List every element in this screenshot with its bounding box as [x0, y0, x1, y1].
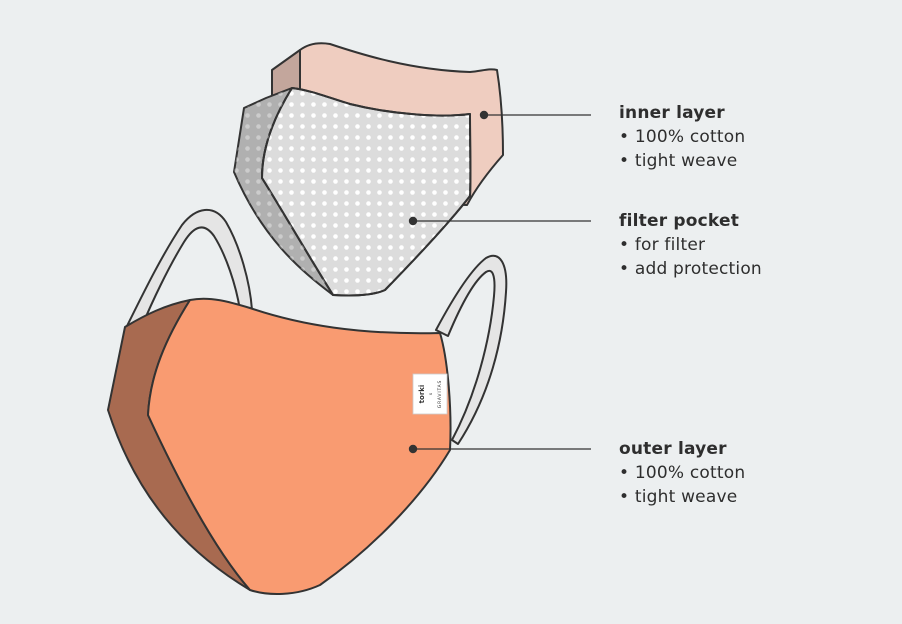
outer-layer-item: tight weave [619, 485, 745, 509]
leader-line-filter [408, 216, 591, 226]
filter-pocket-dot-pattern [261, 87, 472, 297]
leader-dot-outer [408, 444, 418, 454]
inner-layer-item: 100% cotton [619, 125, 745, 149]
brand-tag-by: x [428, 392, 433, 395]
filter-pocket-title: filter pocket [619, 211, 740, 231]
outer-layer-title: outer layer [619, 439, 727, 459]
brand-tag-brand: torki [418, 385, 426, 404]
filter-pocket-label-block: filter pocket for filter add protection [619, 209, 762, 281]
outer-layer-panel [147, 297, 452, 596]
leader-dot-inner [479, 110, 489, 120]
leader-line-outer [408, 444, 591, 454]
filter-pocket-item: for filter [619, 233, 762, 257]
outer-layer: torki x GRAVITAS [107, 209, 508, 596]
filter-pocket-item: add protection [619, 257, 762, 281]
inner-layer-item: tight weave [619, 149, 745, 173]
leader-line-inner [479, 110, 591, 120]
brand-tag: torki x GRAVITAS [412, 373, 448, 415]
filter-pocket [233, 87, 472, 297]
filter-pocket-side-dots [234, 88, 333, 295]
outer-layer-label-block: outer layer 100% cotton tight weave [619, 437, 745, 509]
inner-layer-title: inner layer [619, 103, 725, 123]
leader-dot-filter [408, 216, 418, 226]
inner-layer-label-block: inner layer 100% cotton tight weave [619, 101, 745, 173]
outer-layer-item: 100% cotton [619, 461, 745, 485]
brand-tag-maker: GRAVITAS [437, 380, 443, 408]
right-ear-loop [435, 255, 508, 445]
